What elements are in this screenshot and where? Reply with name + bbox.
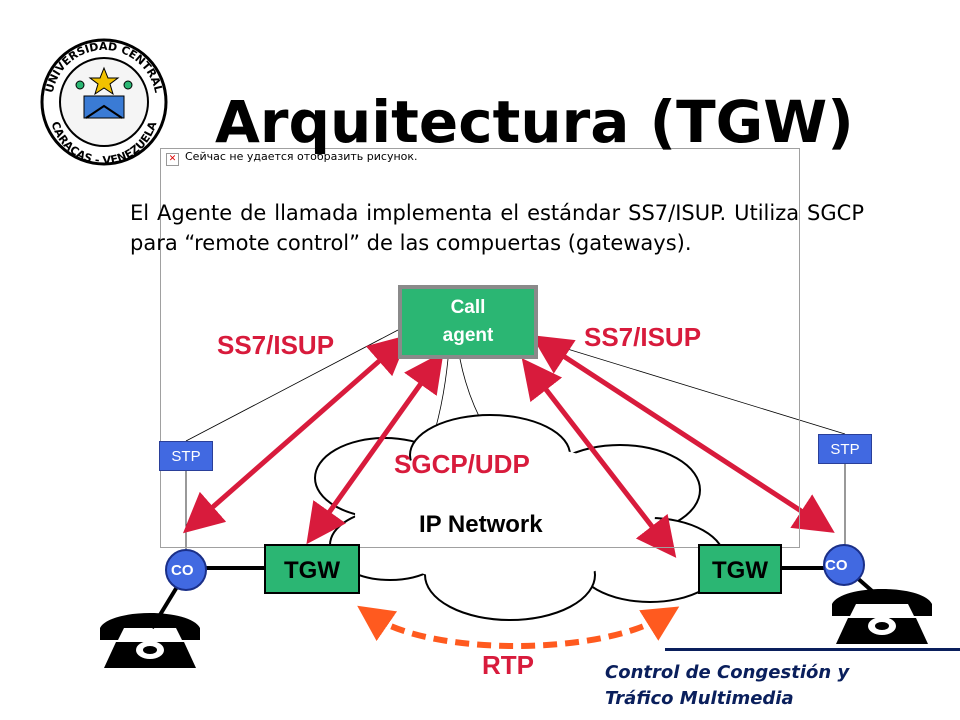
ip-network-label: IP Network bbox=[419, 511, 543, 538]
call-agent-box: Call agent bbox=[398, 285, 538, 359]
university-logo: UNIVERSIDAD CENTRAL CARACAS - VENEZUELA bbox=[40, 38, 168, 167]
call-agent-line2: agent bbox=[442, 325, 494, 346]
co-left-label: CO bbox=[171, 562, 194, 579]
stp-left-box: STP bbox=[159, 441, 213, 471]
broken-image-frame bbox=[160, 148, 800, 548]
tgw-left-box: TGW bbox=[264, 544, 360, 594]
co-right-node bbox=[823, 544, 865, 586]
footer-line1: Control de Congestión y bbox=[605, 662, 850, 683]
broken-image-text: Сейчас не удается отобразить рисунок. bbox=[185, 150, 418, 163]
arrow-rtp bbox=[357, 605, 680, 649]
arrow-ss7-right bbox=[531, 335, 835, 533]
slide-title: Arquitectura (TGW) bbox=[215, 88, 854, 156]
stp-right-box: STP bbox=[818, 434, 872, 464]
co-left-node bbox=[165, 549, 207, 591]
footer-rule bbox=[665, 648, 960, 651]
sgcp-udp-label: SGCP/UDP bbox=[394, 449, 530, 479]
intro-paragraph: El Agente de llamada implementa el están… bbox=[130, 201, 864, 255]
signaling-arrows bbox=[182, 334, 835, 558]
rtp-label: RTP bbox=[482, 650, 534, 680]
footer: Control de Congestión y Tráfico Multimed… bbox=[605, 660, 849, 712]
footer-line2: Tráfico Multimedia bbox=[605, 688, 794, 709]
co-right-label: CO bbox=[825, 557, 848, 574]
telephone-right-icon bbox=[832, 589, 932, 644]
broken-image-note: ✕ Сейчас не удается отобразить рисунок. bbox=[166, 150, 418, 166]
tgw-right-box: TGW bbox=[698, 544, 782, 594]
call-agent-line1: Call bbox=[450, 297, 486, 318]
ss7-isup-right-label: SS7/ISUP bbox=[584, 322, 702, 352]
telephone-left-icon bbox=[100, 613, 200, 668]
broken-image-icon: ✕ bbox=[166, 153, 179, 166]
arrow-sgcp-left bbox=[306, 351, 444, 545]
ss7-isup-left-label: SS7/ISUP bbox=[217, 330, 335, 360]
